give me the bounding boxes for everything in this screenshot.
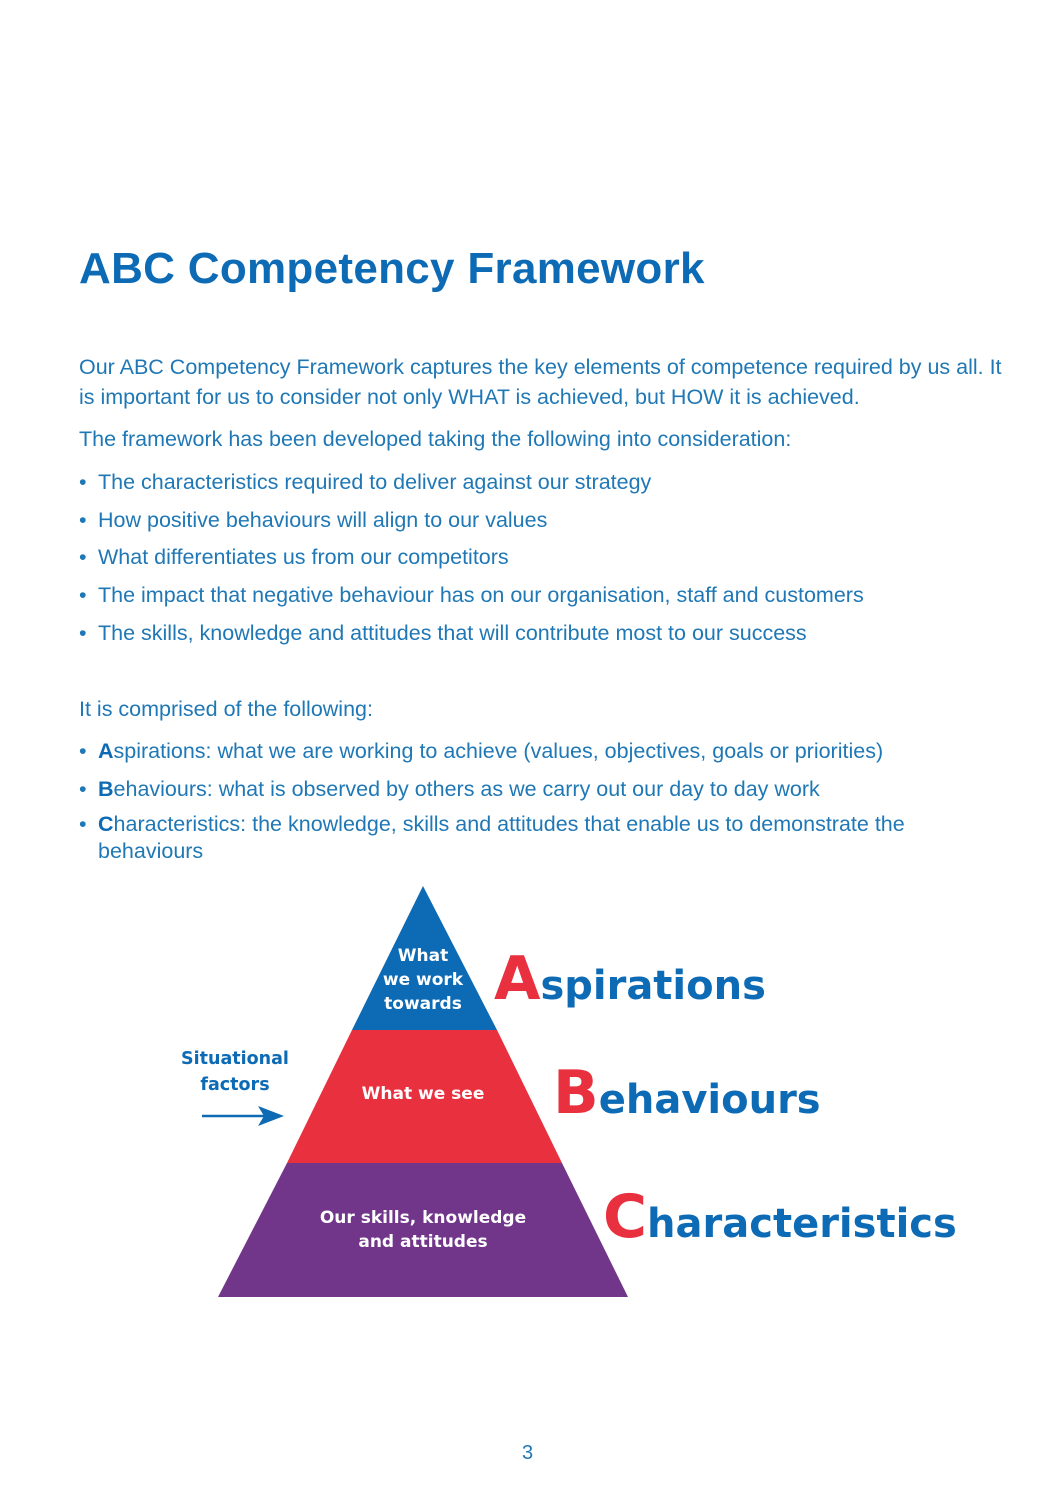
list-item-behaviours: Behaviours: what is observed by others a… (79, 774, 999, 812)
pyramid-tier-bottom (218, 1163, 628, 1297)
list-item-aspirations: Aspirations: what we are working to achi… (79, 736, 999, 774)
tier-label-line: What (397, 946, 449, 966)
side-label-line: factors (200, 1075, 270, 1095)
tier-label-top: What we work towards (373, 944, 473, 1016)
heading-behaviours: Behaviours (553, 1058, 821, 1128)
list-item: The skills, knowledge and attitudes that… (79, 618, 864, 656)
heading-characteristics: Characteristics (603, 1182, 957, 1252)
tier-label-line: towards (384, 994, 462, 1014)
list-item: The impact that negative behaviour has o… (79, 580, 864, 618)
list-item: The characteristics required to deliver … (79, 467, 864, 505)
heading-aspirations: Aspirations (494, 944, 766, 1014)
heading-rest: haracteristics (647, 1201, 957, 1247)
pyramid-tier-top (352, 886, 497, 1030)
arrow-right-icon (202, 1106, 284, 1126)
tier-label-line: and attitudes (358, 1232, 488, 1252)
tier-label-bottom: Our skills, knowledge and attitudes (283, 1206, 563, 1254)
list-item-characteristics: Characteristics: the knowledge, skills a… (79, 811, 999, 865)
heading-initial: A (494, 944, 541, 1014)
initial-letter: A (98, 739, 114, 763)
heading-rest: spirations (540, 963, 766, 1009)
tier-label-line: we work (382, 970, 464, 990)
initial-letter: B (98, 776, 114, 801)
page-title: ABC Competency Framework (79, 244, 705, 293)
tier-label-middle: What we see (323, 1082, 523, 1106)
heading-initial: B (553, 1058, 599, 1128)
list-item: What differentiates us from our competit… (79, 542, 864, 580)
situational-factors-label: Situational factors (165, 1046, 305, 1098)
heading-rest: ehaviours (598, 1077, 821, 1123)
tier-label-line: What we see (361, 1084, 485, 1104)
components-list: Aspirations: what we are working to achi… (79, 736, 999, 865)
initial-letter: C (98, 812, 114, 837)
list-item: How positive behaviours will align to ou… (79, 505, 864, 543)
intro-paragraph: Our ABC Competency Framework captures th… (79, 355, 1002, 409)
list-item-text: ehaviours: what is observed by others as… (113, 776, 820, 801)
list-item-text: haracteristics: the knowledge, skills an… (98, 812, 905, 864)
tier-label-line: Our skills, knowledge (319, 1208, 527, 1228)
pyramid-tier-middle (287, 1030, 562, 1163)
page-number: 3 (521, 1442, 534, 1464)
components-lead: It is comprised of the following: (79, 697, 373, 721)
heading-initial: C (603, 1182, 648, 1252)
considerations-list: The characteristics required to deliver … (79, 467, 864, 655)
considerations-lead: The framework has been developed taking … (79, 427, 792, 451)
side-label-line: Situational (181, 1049, 289, 1069)
list-item-text: spirations: what we are working to achie… (113, 739, 884, 763)
